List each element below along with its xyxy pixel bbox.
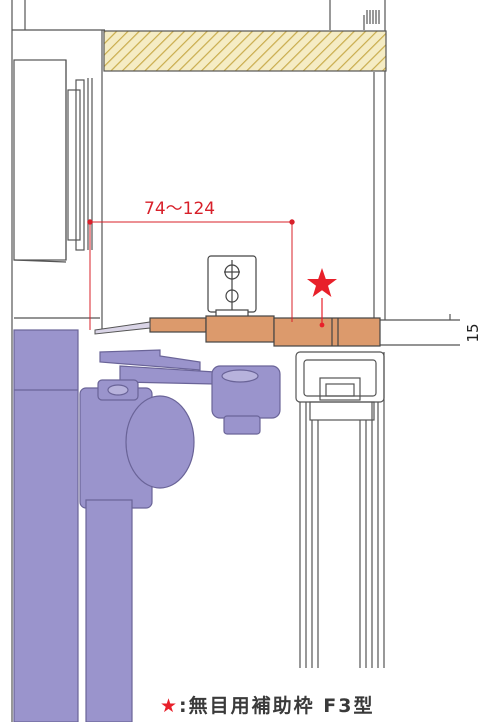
width-dimension xyxy=(87,219,295,330)
auxiliary-frame-wood xyxy=(149,315,381,347)
legend-caption: ★:無目用補助枠 F3型 xyxy=(160,691,374,717)
legend-text: :無目用補助枠 F3型 xyxy=(179,695,375,717)
hatched-ceiling-beam xyxy=(103,30,387,72)
star-icon: ★ xyxy=(160,695,180,717)
left-frame xyxy=(13,59,100,319)
width-dimension-label: 74～124 xyxy=(144,199,215,219)
hinge-strip xyxy=(94,321,151,335)
door-leaf-profile xyxy=(295,351,385,668)
door-closer-body xyxy=(13,329,281,722)
star-marker xyxy=(307,268,337,328)
height-dimension-label: 15 xyxy=(464,323,482,342)
